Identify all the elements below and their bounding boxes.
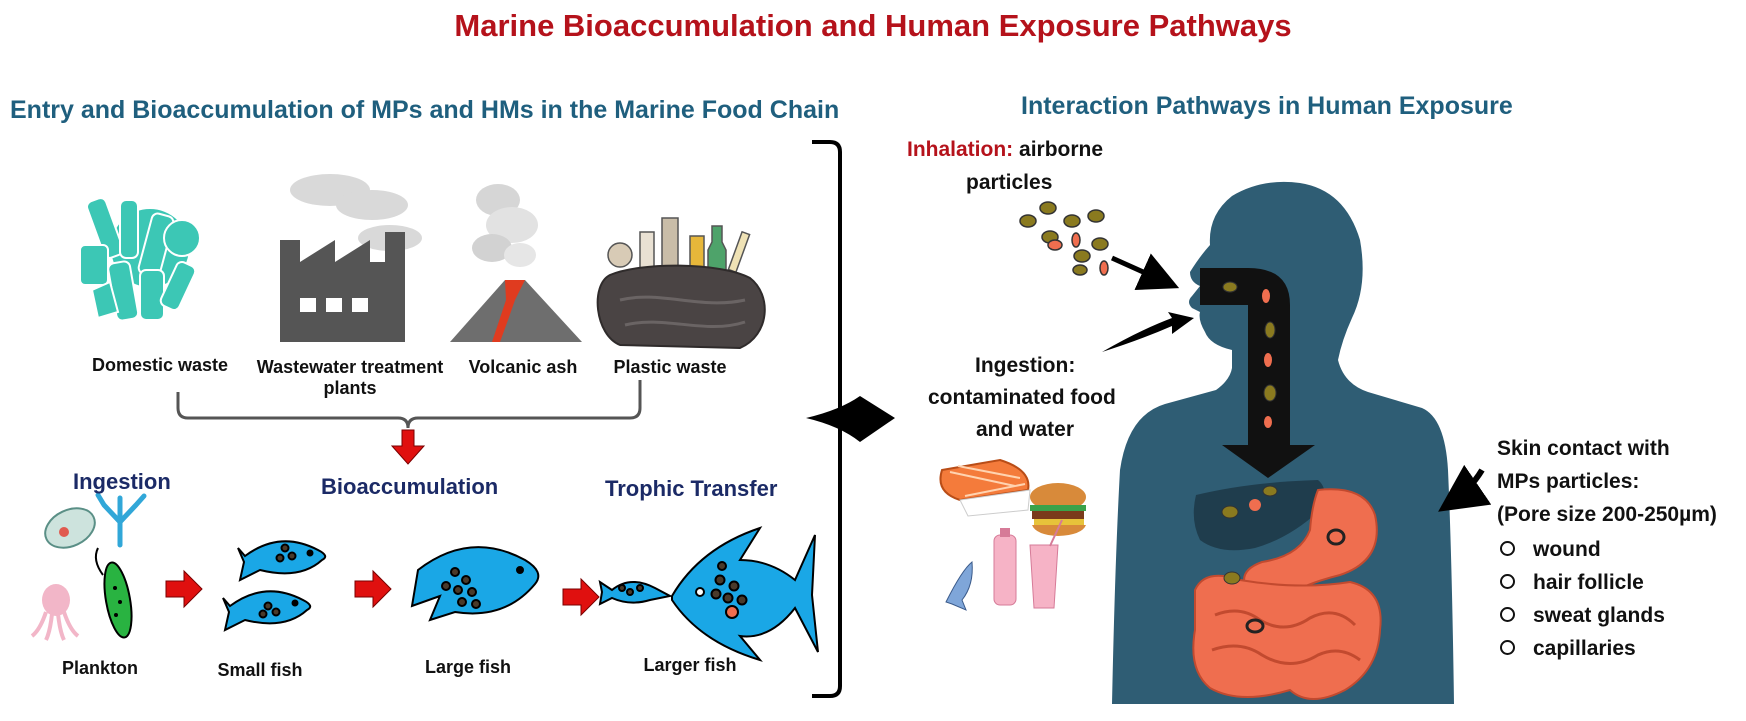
skin-title-2: MPs particles:	[1497, 470, 1640, 493]
left-section-heading: Entry and Bioaccumulation of MPs and HMs…	[10, 96, 840, 124]
source-label-wastewater: Wastewater treatment plants	[256, 357, 444, 398]
bullet-circle-icon	[1500, 573, 1515, 589]
large-fish-icon	[410, 546, 540, 622]
right-section-heading: Interaction Pathways in Human Exposure	[1021, 92, 1513, 120]
organism-label-larger-fish: Larger fish	[643, 655, 737, 675]
skin-contact-arrow	[1438, 464, 1492, 512]
skin-pathway-list: wound hair follicle sweat glands capilla…	[1500, 533, 1665, 665]
airborne-particles	[1019, 201, 1109, 276]
food-water-icons	[939, 458, 1086, 611]
red-arrow-2	[354, 569, 392, 609]
skin-item-label: wound	[1533, 538, 1601, 561]
inhalation-label: Inhalation:	[907, 138, 1014, 161]
stage-bioaccumulation: Bioaccumulation	[321, 474, 499, 499]
source-label-volcanic: Volcanic ash	[468, 357, 578, 377]
red-arrow-3	[562, 577, 600, 617]
stage-ingestion: Ingestion	[73, 469, 171, 494]
inhalation-caption: Inhalation: airborne	[907, 138, 1103, 162]
bullet-circle-icon	[1500, 639, 1515, 655]
ingestion-arrow	[1102, 312, 1194, 352]
skin-item-wound: wound	[1500, 533, 1665, 566]
plankton-icon	[30, 492, 147, 641]
organism-label-large-fish: Large fish	[424, 657, 512, 677]
ingestion-text-1: contaminated food	[928, 386, 1116, 409]
red-arrow-1	[165, 569, 203, 609]
trophic-arrows	[165, 569, 600, 617]
organism-label-plankton: Plankton	[61, 658, 138, 678]
stage-trophic-transfer: Trophic Transfer	[605, 476, 778, 501]
intestine-particle	[1245, 618, 1265, 634]
larger-fish-icon	[598, 526, 819, 662]
ingestion-label: Ingestion:	[975, 354, 1076, 377]
skin-item-capillaries: capillaries	[1500, 632, 1665, 665]
page-title: Marine Bioaccumulation and Human Exposur…	[454, 8, 1292, 43]
liver-shape	[1193, 480, 1325, 551]
small-fish-icon	[222, 540, 327, 632]
ingestion-text-2: and water	[976, 418, 1075, 441]
skin-item-label: capillaries	[1533, 637, 1636, 660]
inhalation-text-2: particles	[966, 171, 1053, 194]
skin-title-1: Skin contact with	[1497, 437, 1670, 460]
digestive-organs	[1192, 488, 1382, 700]
down-arrow-red	[390, 429, 426, 465]
sources-bracket	[176, 380, 642, 429]
skin-item-label: hair follicle	[1533, 571, 1644, 594]
esophagus-particle	[1223, 571, 1241, 585]
liver-particle	[1221, 505, 1239, 519]
skin-item-sweat-glands: sweat glands	[1500, 599, 1665, 632]
ingestion-pathway-arrow	[1200, 268, 1315, 478]
inhalation-text-1: airborne	[1019, 138, 1104, 161]
bullet-circle-icon	[1500, 540, 1515, 556]
liver-particle-2	[1249, 499, 1261, 511]
big-right-arrow	[806, 396, 895, 442]
plastic-waste-icon	[596, 217, 766, 350]
organism-label-small-fish: Small fish	[217, 660, 303, 680]
source-label-domestic: Domestic waste	[91, 355, 229, 375]
stomach-particle	[1326, 528, 1346, 546]
source-label-plastic: Plastic waste	[613, 357, 727, 377]
skin-item-label: sweat glands	[1533, 604, 1665, 627]
bullet-circle-icon	[1500, 606, 1515, 622]
liver-particle-3	[1262, 485, 1278, 497]
domestic-waste-icon	[79, 197, 201, 322]
inhalation-arrow	[1110, 253, 1180, 290]
skin-item-hair-follicle: hair follicle	[1500, 566, 1665, 599]
skin-title-3: (Pore size 200-250µm)	[1497, 503, 1717, 526]
factory-icon	[280, 174, 422, 342]
volcano-icon	[450, 184, 582, 342]
intestine-folds	[1211, 609, 1361, 665]
